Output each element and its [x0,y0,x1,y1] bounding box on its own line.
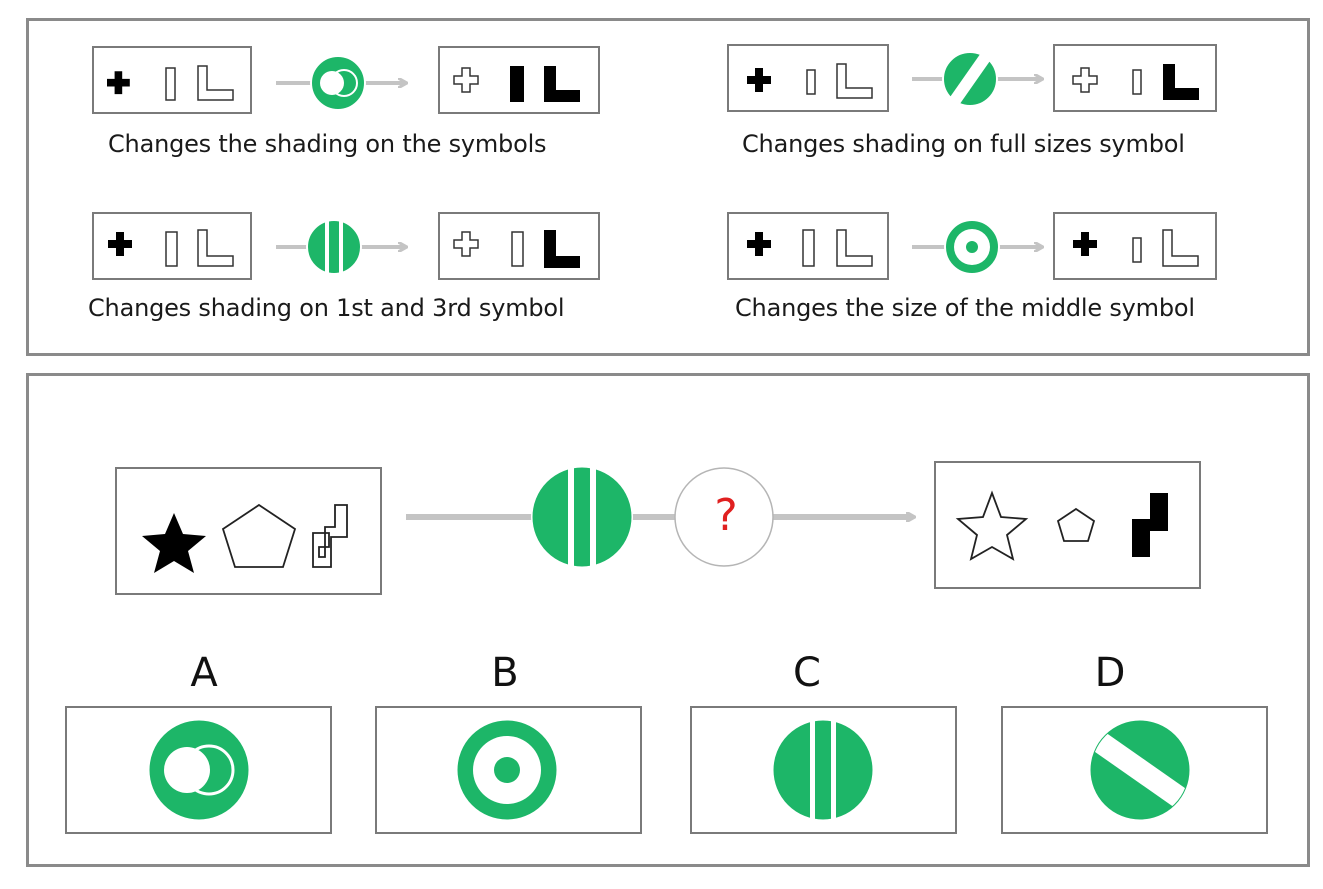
vertical-stripes-icon [772,719,874,821]
plus-icon [108,232,132,256]
zigzag-icon [1132,493,1168,557]
l-shape-icon [197,229,234,267]
bar-icon [165,67,176,101]
puzzle-arrow [406,466,924,568]
vertical-stripes-icon [531,466,633,568]
l-shape-icon [544,66,580,102]
plus-icon [453,67,479,93]
star-icon [955,490,1029,561]
legend-3-arrow [276,219,424,275]
puzzle-input-box [115,467,382,595]
legend-1-caption: Changes the shading on the symbols [108,130,547,158]
overlap-circles-icon [148,719,250,821]
legend-3-output-box [438,212,600,280]
plus-icon [1073,232,1097,256]
star-icon [142,513,206,573]
legend-2-output-box [1053,44,1217,112]
option-a-box[interactable] [65,706,332,834]
option-c-box[interactable] [690,706,957,834]
plus-icon [1072,67,1098,93]
plus-icon [107,71,130,95]
diagonal-stripe-icon [942,51,998,107]
legend-1-input-box [92,46,252,114]
legend-2-caption: Changes shading on full sizes symbol [742,130,1185,158]
diagonal-stripe-icon [1089,719,1191,821]
question-mark: ? [714,490,738,541]
option-a-letter: A [190,650,218,696]
puzzle-output-box [934,461,1201,589]
bar-icon [165,231,178,267]
zigzag-icon [312,504,348,568]
target-dot-icon [456,719,558,821]
option-c-letter: C [793,650,821,696]
vertical-stripes-icon [306,219,362,275]
legend-2-input-box [727,44,889,112]
legend-4-caption: Changes the size of the middle symbol [735,294,1195,322]
option-d-letter: D [1094,650,1126,696]
plus-icon [747,68,771,92]
bar-icon [511,231,524,267]
plus-icon [453,231,479,257]
legend-4-input-box [727,212,889,280]
legend-3-caption: Changes shading on 1st and 3rd symbol [88,294,565,322]
legend-3-input-box [92,212,252,280]
l-shape-icon [1163,64,1199,100]
option-d-box[interactable] [1001,706,1268,834]
legend-4-output-box [1053,212,1217,280]
overlap-circles-icon [310,55,366,111]
bar-icon [1132,237,1142,263]
bar-icon [510,66,524,102]
bar-icon [806,69,816,95]
unknown-operator [674,467,774,567]
legend-2-arrow [912,51,1060,107]
bar-icon [1132,69,1142,95]
bar-icon [802,229,815,267]
l-shape-icon [1162,229,1199,267]
option-b-letter: B [491,650,519,696]
l-shape-icon [836,229,873,267]
legend-1-output-box [438,46,600,114]
legend-4-arrow [912,219,1060,275]
target-dot-icon [944,219,1000,275]
pentagon-icon [221,503,297,568]
option-b-box[interactable] [375,706,642,834]
pentagon-icon [1056,507,1096,542]
l-shape-icon [544,230,580,268]
legend-1-arrow [276,55,424,111]
l-shape-icon [836,63,873,99]
l-shape-icon [197,65,234,101]
plus-icon [747,232,771,256]
